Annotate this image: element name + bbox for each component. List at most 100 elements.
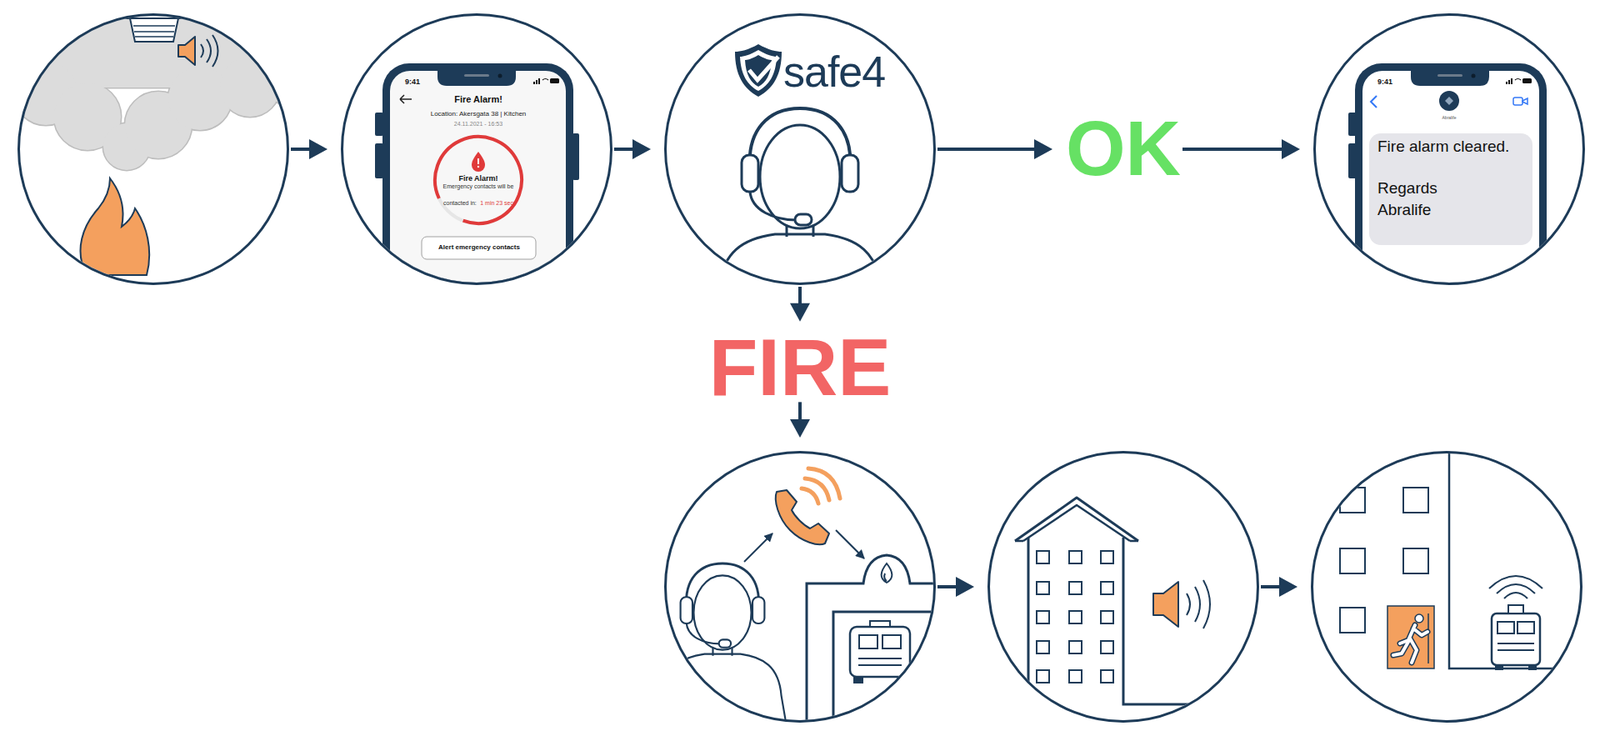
- button-label: Alert emergency contacts: [438, 243, 520, 252]
- arrow-line: [798, 401, 802, 423]
- smoke-fire-scene-part: [178, 36, 195, 65]
- safe4-logo-shield-part: [740, 50, 777, 91]
- alarm-phone-part: [375, 143, 384, 179]
- evacuation-scene-part: [1497, 621, 1515, 634]
- building-alarm-part: [1100, 670, 1114, 683]
- building-alarm-part: [1036, 550, 1050, 564]
- call-fire-station-part: [881, 563, 893, 583]
- alarm-phone-part: [382, 63, 574, 414]
- evacuation-scene-part: [1393, 625, 1428, 663]
- alarm-phone-part: [375, 112, 384, 136]
- arrow-head: [309, 139, 328, 160]
- smoke-fire-scene-part: [80, 178, 150, 275]
- arrow-line: [290, 147, 313, 151]
- building-alarm-circle: [987, 450, 1260, 723]
- smoke-fire-scene-part: [200, 35, 219, 67]
- alarm-phone-part: [498, 74, 503, 79]
- alarm-phone: [375, 63, 580, 414]
- circle-border: [665, 452, 935, 722]
- alarm-phone-part: [400, 95, 412, 104]
- evacuation-scene-part: [1491, 613, 1540, 665]
- fire-word: FIRE: [709, 335, 892, 401]
- text-group: Emergency contacts will be contacted in:…: [435, 175, 521, 210]
- ok-label: OK: [1065, 117, 1181, 180]
- alarm-status: Fire Alarm!: [458, 174, 498, 184]
- circle-outline: [1310, 450, 1583, 723]
- cleared-message-circle: 9:41AbralifeFire alarm cleared.Regards A…: [1313, 13, 1585, 285]
- building-alarm-part: [1036, 670, 1050, 683]
- smoke-detector-circle: [17, 13, 290, 285]
- timestamp: 24.11.2021 - 16:53: [454, 120, 503, 128]
- evacuation-scene-part: [1403, 548, 1429, 574]
- arrow-head: [1279, 576, 1298, 597]
- ok-word: OK: [1065, 117, 1181, 180]
- arrow-line: [614, 147, 636, 151]
- building-alarm-part: [1036, 640, 1050, 654]
- alarm-phone-part: [421, 236, 536, 260]
- status-time: 9:41: [1377, 77, 1393, 87]
- arrow-line: [798, 286, 802, 307]
- flow-arrow: [1260, 576, 1298, 597]
- building-alarm-part: [1069, 640, 1082, 654]
- arrow-line: [937, 147, 1038, 151]
- evacuation-scene-part: [1528, 665, 1537, 670]
- status-time: 9:41: [405, 77, 420, 87]
- building-alarm-part: [1100, 581, 1114, 595]
- alarm-phone-part: [477, 158, 480, 165]
- message-phone-part: [1505, 78, 1532, 85]
- alarm-phone-part: [420, 122, 536, 238]
- arrow-head: [955, 576, 975, 597]
- safe4-logo-shield-part: [749, 56, 779, 80]
- circle-outline: [17, 13, 290, 285]
- flow-arrow: [937, 139, 1053, 160]
- evacuation-scene-part: [1403, 487, 1429, 513]
- smoke-fire-scene-part: [130, 18, 179, 42]
- call-fire-station-part: [835, 530, 865, 559]
- call-fire-station: [656, 468, 950, 736]
- alarm-phone-part: [390, 70, 566, 413]
- message-text: Fire alarm cleared.: [1377, 137, 1510, 157]
- screen-title: Fire Alarm!: [454, 94, 503, 105]
- building-alarm-part: [1023, 505, 1130, 541]
- circle-outline: [664, 450, 936, 723]
- message-phone-part: [1370, 95, 1377, 108]
- call-fire-station-part: [833, 611, 937, 734]
- building-alarm-part: [1015, 540, 1139, 543]
- flow-arrow: [614, 139, 651, 160]
- circle-border: [1315, 15, 1585, 285]
- alarm-phone-part: [477, 165, 480, 168]
- building-alarm-part: [1069, 581, 1082, 595]
- call-circle: [664, 450, 936, 723]
- call-fire-station-part: [870, 620, 890, 627]
- evacuation-scene-part: [1393, 625, 1428, 663]
- message-phone-part: [1437, 74, 1463, 77]
- building-alarm-part: [1069, 550, 1082, 564]
- flow-arrow: [290, 139, 328, 160]
- alarm-phone-part: [437, 70, 516, 86]
- circle-border: [1312, 452, 1582, 722]
- message-phone-part: [1522, 98, 1528, 105]
- call-fire-station-part: [806, 555, 950, 734]
- building-alarm-part: [1036, 610, 1050, 624]
- fire-label: FIRE: [709, 335, 892, 401]
- evacuation-scene-part: [1340, 607, 1365, 633]
- building-alarm-part: [1028, 537, 1200, 734]
- safe4-logo-shield-part: [735, 44, 782, 97]
- circle-border: [342, 15, 612, 285]
- building-alarm-part: [1069, 610, 1082, 624]
- evacuation-scene: [1340, 433, 1567, 670]
- arrow-line: [1260, 585, 1283, 589]
- call-fire-station-part: [853, 676, 864, 684]
- operator-figure: [708, 108, 892, 350]
- alarm-phone-part: [533, 78, 560, 85]
- circle-border: [665, 15, 935, 285]
- contact-name: Abralife: [1442, 115, 1457, 120]
- message-phone-part: [1355, 63, 1547, 414]
- message-phone: [1348, 63, 1547, 414]
- evacuation-scene-part: [1340, 548, 1365, 574]
- call-fire-station-part: [850, 626, 910, 677]
- message-phone-part: [1471, 74, 1476, 79]
- message-phone-part: [1348, 112, 1357, 136]
- smoke-fire-scene-part: [133, 25, 175, 37]
